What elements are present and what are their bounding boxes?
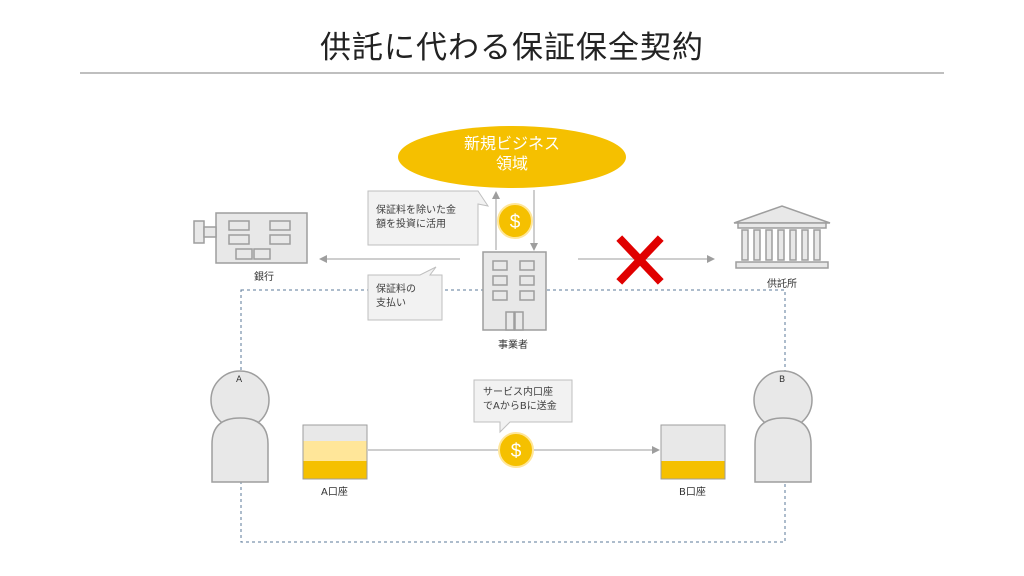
account-b-label: B口座 (679, 487, 706, 498)
callout-transfer-text: サービス内口座 でAからBに送金 (483, 387, 557, 412)
deposit-office-icon (733, 205, 831, 269)
new-business-line1: 新規ビジネス (463, 134, 560, 153)
person-a-label: A (236, 375, 243, 385)
x-mark-icon (616, 235, 664, 285)
dollar-coin-icon: $ (497, 203, 533, 239)
callout-transfer-bubble (473, 379, 573, 434)
svg-text:$: $ (510, 212, 521, 233)
svg-text:$: $ (511, 441, 522, 462)
bank-label: 銀行 (254, 272, 274, 283)
account-a-label: A口座 (321, 487, 348, 498)
account-a-box (302, 424, 368, 480)
deposit-office-label: 供託所 (767, 279, 797, 290)
bank-building-icon (193, 212, 308, 264)
new-business-ellipse (398, 126, 626, 188)
callout-payment-text: 保証料の 支払い (376, 284, 416, 309)
callout-invest-text: 保証料を除いた金 額を投資に活用 (376, 205, 456, 230)
account-b-box (660, 424, 726, 480)
callout-invest-bubble (367, 190, 490, 246)
dollar-coin-icon: $ (498, 432, 534, 468)
new-business-label: 新規ビジネス 領域 (398, 134, 626, 174)
person-b-label: B (779, 375, 786, 385)
operator-building-icon (482, 251, 547, 331)
operator-label: 事業者 (498, 340, 528, 351)
title-divider (80, 72, 944, 74)
person-b-icon (753, 370, 813, 483)
person-a-icon (210, 370, 270, 483)
callout-payment-bubble (367, 266, 443, 321)
page-title: 供託に代わる保証保全契約 (320, 30, 704, 66)
new-business-line2: 領域 (495, 154, 528, 173)
